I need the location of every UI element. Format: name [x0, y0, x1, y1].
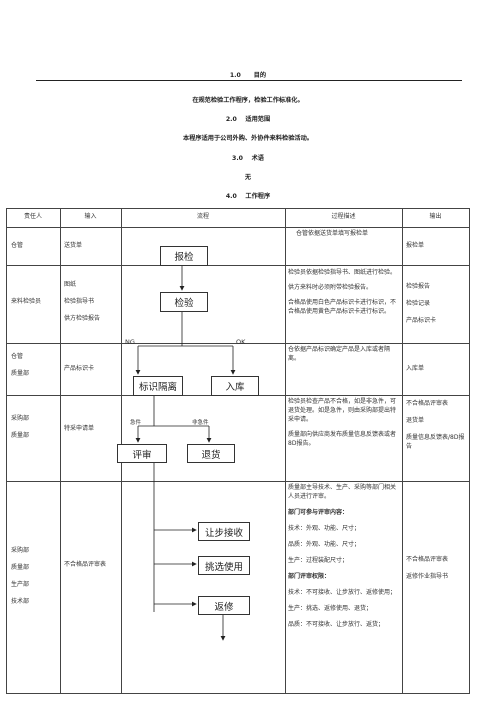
row5-output: 不合格品评审表 返修作业指导书 [406, 556, 449, 580]
row4-input: 特采申请单 [64, 425, 95, 432]
header-description: 过程描述 [331, 213, 356, 220]
flow-rework-box: 返修 [198, 596, 250, 615]
row5-input: 不合格品评审表 [64, 561, 107, 568]
flow-sorting-box: 挑选使用 [198, 556, 250, 575]
row3-input: 产品标识卡 [64, 365, 95, 372]
flow-inspection-request-box: 报检 [160, 246, 208, 266]
row1-input: 送货单 [64, 242, 83, 249]
flow-concession-box: 让步接收 [198, 522, 250, 541]
section-3-title: 3.0 术语 [232, 155, 264, 162]
section-4-title: 4.0 工作程序 [225, 193, 271, 200]
header-rule [36, 80, 462, 81]
row4-description: 检验员检查产品不合格，如是非急件，可退货处理。如是急件，则由采购部提出特采申请。… [288, 398, 397, 447]
section-1-title: 1.0 目的 [229, 72, 267, 79]
row1-description: 仓管依据送货单填写报检单 [296, 230, 369, 237]
header-flow: 流程 [196, 213, 209, 220]
row1-output: 报检单 [406, 242, 425, 249]
flow-isolation-box: 标识隔离 [133, 376, 183, 396]
row2-output: 检验报告 检验记录 产品标识卡 [406, 283, 437, 324]
row4-responsible: 采购部 质量部 [11, 415, 30, 439]
flow-return-goods-box: 退货 [187, 444, 235, 463]
row2-description: 检验员依据检验指导书、图纸进行检验。 供方来料时必须附带检验报告。 合格品使用白… [288, 269, 397, 315]
flow-urgent-label: 急件 [130, 420, 142, 426]
flow-inspection-box: 检验 [160, 292, 208, 312]
section-2-body: 本程序适用于公司外购、外协件来料检验活动。 [183, 135, 313, 142]
header-input: 输入 [84, 213, 97, 220]
row2-input: 图纸 检验指导书 供方检验报告 [64, 281, 101, 322]
section-1-body: 在规范检验工作程序，检验工作标准化。 [192, 97, 304, 104]
flow-ok-label: OK [236, 338, 246, 346]
header-output: 输出 [429, 213, 442, 220]
flow-ng-label: NG [125, 338, 135, 346]
flow-warehousing-box: 入库 [211, 376, 259, 396]
row2-responsible: 来料检验员 [11, 298, 42, 305]
row5-responsible: 采购部 质量部 生产部 技术部 [11, 547, 30, 605]
procedure-table: 责任人 输入 流程 过程描述 输出 仓管 送货单 仓管依据送货单填写报检单 报检… [6, 208, 470, 694]
row4-output: 不合格品评审表 退货单 质量信息反馈表/8D报告 [406, 400, 465, 450]
row3-output: 入库单 [406, 365, 425, 372]
flow-review-box: 评审 [117, 444, 167, 463]
row3-description: 仓依据产品标识确定产品是入库或者隔离。 [288, 346, 391, 362]
row5-description: 质量部主导技术、生产、采购等部门相关人员进行评审。 部门可参与评审内容： 技术：… [288, 484, 397, 628]
section-3-body: 无 [244, 174, 252, 181]
header-responsible: 责任人 [23, 213, 42, 220]
row1-responsible: 仓管 [11, 242, 24, 249]
flow-non-urgent-label: 非急件 [192, 420, 209, 426]
section-2-title: 2.0 适用范围 [225, 116, 271, 123]
row3-responsible: 仓管 质量部 [11, 353, 30, 377]
